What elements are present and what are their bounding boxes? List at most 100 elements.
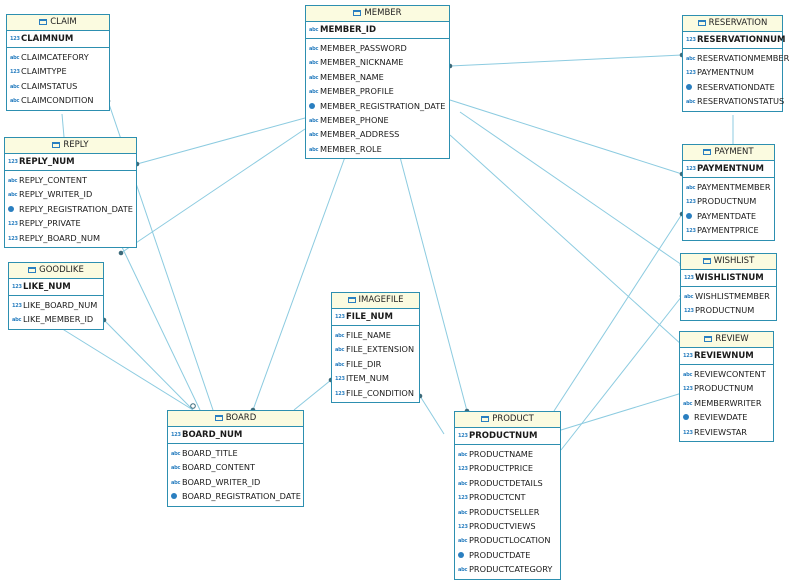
primary-key-column[interactable]: 123LIKE_NUM <box>9 279 103 296</box>
primary-key-column[interactable]: 123PRODUCTNUM <box>455 428 560 445</box>
entity-header[interactable]: IMAGEFILE <box>332 293 419 309</box>
column-row[interactable]: 123REPLY_BOARD_NUM <box>5 231 136 245</box>
column-row[interactable]: 123REVIEWSTAR <box>680 425 773 439</box>
entity-header[interactable]: CLAIM <box>7 15 109 31</box>
entity-name: RESERVATION <box>708 18 768 28</box>
numeric-type-icon: 123 <box>8 159 18 165</box>
column-row[interactable]: 123PRODUCTPRICE <box>455 461 560 475</box>
column-row[interactable]: RESERVATIONDATE <box>683 80 782 94</box>
table-icon <box>214 415 223 421</box>
column-row[interactable]: 123PRODUCTNUM <box>683 194 774 208</box>
numeric-type-icon: 123 <box>10 69 20 76</box>
column-row[interactable]: REVIEWDATE <box>680 410 773 424</box>
entity-header[interactable]: BOARD <box>168 411 303 427</box>
primary-key-column[interactable]: 123BOARD_NUM <box>168 427 303 444</box>
primary-key-column[interactable]: 123REVIEWNUM <box>680 348 773 365</box>
column-row[interactable]: PAYMENTDATE <box>683 209 774 223</box>
column-name: REPLY_CONTENT <box>19 175 87 185</box>
entity-header[interactable]: GOODLIKE <box>9 263 103 279</box>
column-row[interactable]: 123PAYMENTPRICE <box>683 223 774 237</box>
column-row[interactable]: 123CLAIMTYPE <box>7 64 109 78</box>
numeric-type-icon: 123 <box>335 314 345 320</box>
column-name: PAYMENTPRICE <box>697 225 759 236</box>
column-row[interactable]: 123REPLY_PRIVATE <box>5 216 136 230</box>
primary-key-column[interactable]: 123WISHLISTNUM <box>681 270 776 287</box>
column-row[interactable]: MEMBER_REGISTRATION_DATE <box>306 99 449 113</box>
column-row[interactable]: BOARD_REGISTRATION_DATE <box>168 489 303 503</box>
entity-header[interactable]: PAYMENT <box>683 145 774 161</box>
column-row[interactable]: 123PRODUCTNUM <box>680 381 773 395</box>
column-name: CLAIMCONDITION <box>21 95 94 106</box>
relationship-line <box>560 295 683 451</box>
column-row[interactable]: PRODUCTDATE <box>455 548 560 562</box>
column-row[interactable]: 123FILE_CONDITION <box>332 386 419 400</box>
relationship-line <box>459 111 683 266</box>
column-name: CLAIMTYPE <box>21 66 67 77</box>
column-row[interactable]: 123LIKE_BOARD_NUM <box>9 298 103 312</box>
entity-header[interactable]: REPLY <box>5 138 136 154</box>
column-row[interactable]: REPLY_REGISTRATION_DATE <box>5 202 136 216</box>
entity-header[interactable]: MEMBER <box>306 6 449 22</box>
numeric-type-icon: 123 <box>8 235 18 242</box>
column-row[interactable]: 123ITEM_NUM <box>332 371 419 385</box>
entity-header[interactable]: REVIEW <box>680 332 773 348</box>
column-row[interactable]: 123PAYMENTNUM <box>683 65 782 79</box>
primary-key-column[interactable]: 123PAYMENTNUM <box>683 161 774 178</box>
column-row[interactable]: 123PRODUCTNUM <box>681 303 776 317</box>
primary-key-column[interactable]: 123FILE_NUM <box>332 309 419 326</box>
entity-header[interactable]: RESERVATION <box>683 16 782 32</box>
entity-header[interactable]: WISHLIST <box>681 254 776 270</box>
text-type-icon: abc <box>10 83 20 90</box>
column-name: PAYMENTDATE <box>697 210 757 221</box>
column-row[interactable]: 123PRODUCTCNT <box>455 490 560 504</box>
primary-key-column[interactable]: 123CLAIMNUM <box>7 31 109 48</box>
column-row[interactable]: 123PRODUCTVIEWS <box>455 519 560 533</box>
entity-header[interactable]: PRODUCT <box>455 412 560 428</box>
primary-key-column[interactable]: 123RESERVATIONNUM <box>683 32 786 49</box>
primary-key-column[interactable]: 123REPLY_NUM <box>5 154 136 171</box>
